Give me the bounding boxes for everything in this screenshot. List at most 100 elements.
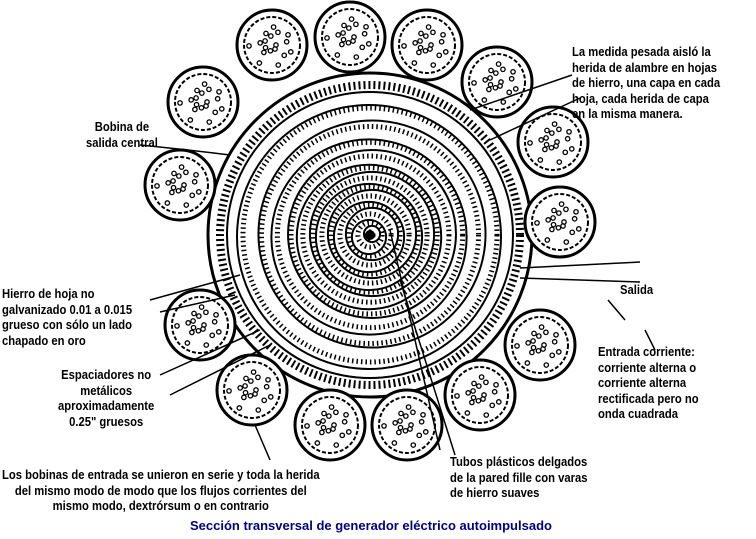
iron-rod-dot — [564, 135, 571, 142]
iron-rod-dot — [407, 426, 413, 432]
iron-rod-dot — [530, 338, 536, 344]
iron-rod-dot — [478, 374, 485, 380]
iron-rod-dot — [213, 311, 219, 318]
iron-rod-dot — [524, 360, 531, 366]
iron-rod-dot — [263, 30, 269, 37]
iron-rod-dot — [543, 362, 550, 368]
iron-rod-dot — [563, 239, 570, 245]
iron-rod-dot — [560, 223, 566, 229]
leader-plastic-tubes — [399, 279, 456, 456]
iron-rod-dot — [353, 21, 359, 28]
iron-rod-dot — [178, 164, 185, 170]
iron-rod-dot — [416, 432, 423, 439]
tube-inner-ring — [223, 361, 281, 419]
iron-rod-dot — [442, 49, 449, 55]
iron-rod-dot — [350, 38, 356, 44]
iron-rod-dot — [263, 383, 270, 390]
iron-rod-dot — [257, 40, 264, 46]
iron-sheet-layer — [295, 163, 443, 311]
iron-rod-dot — [325, 413, 332, 419]
iron-rod-dot — [154, 183, 160, 189]
iron-rod-dot — [275, 29, 281, 36]
iron-rod-dot — [285, 31, 291, 38]
input-coil-tube — [313, 0, 387, 74]
tube-inner-ring — [171, 296, 229, 354]
iron-sheet-layer — [314, 182, 424, 292]
iron-rod-dot — [247, 392, 254, 399]
iron-rod-dot — [252, 391, 258, 397]
iron-rod-dot — [412, 40, 419, 46]
label-insulated-wire: La medida pesada aisló la herida de alam… — [572, 45, 721, 121]
iron-rod-dot — [333, 409, 339, 416]
iron-rod-dot — [283, 38, 290, 45]
iron-rod-dot — [262, 38, 268, 44]
leader-iron-sheet — [149, 274, 241, 301]
iron-rod-dot — [425, 24, 432, 30]
iron-rod-dot — [343, 411, 349, 418]
iron-rod-dot — [183, 169, 189, 176]
iron-rod-dot — [418, 30, 424, 37]
outer-winding-ring — [226, 91, 514, 379]
leader-input-current — [644, 329, 656, 351]
iron-rod-dot — [203, 309, 209, 316]
leader-input-coils — [254, 424, 271, 461]
iron-rod-dot — [261, 397, 268, 404]
iron-rod-dot — [555, 349, 562, 355]
iron-rod-dot — [281, 52, 288, 59]
iron-rod-dot — [256, 60, 263, 66]
iron-rod-dot — [495, 61, 502, 67]
iron-rod-dot — [500, 99, 507, 105]
iron-rod-dot — [454, 393, 460, 399]
input-coil-tube — [143, 148, 217, 222]
iron-rod-dot — [193, 171, 199, 178]
wire-winding-layer — [337, 202, 403, 268]
iron-rod-dot — [242, 383, 248, 389]
wire-winding-layer — [274, 139, 466, 331]
iron-rod-dot — [396, 429, 402, 436]
iron-rod-dot — [535, 347, 542, 354]
iron-rod-dot — [405, 404, 412, 410]
iron-rod-dot — [544, 237, 551, 243]
wire-winding-layer — [258, 123, 482, 347]
iron-rod-dot — [398, 410, 404, 417]
iron-rod-dot — [226, 388, 232, 394]
input-coil-tube — [523, 185, 597, 259]
iron-rod-dot — [397, 418, 403, 424]
iron-rod-dot — [575, 226, 582, 232]
iron-rod-dot — [549, 352, 556, 359]
tube-inner-ring — [151, 156, 209, 214]
iron-rod-dot — [471, 80, 477, 86]
input-coil-tube — [390, 8, 464, 82]
iron-rod-dot — [480, 396, 486, 402]
wire-winding-layer — [328, 193, 412, 277]
iron-rod-dot — [324, 35, 330, 41]
iron-rod-dot — [304, 423, 310, 429]
tube-inner-ring — [524, 113, 582, 171]
iron-rod-dot — [420, 411, 426, 418]
iron-rod-dot — [189, 192, 196, 199]
iron-rod-dot — [287, 49, 294, 55]
iron-rod-dot — [573, 208, 579, 215]
iron-rod-dot — [198, 304, 205, 310]
leader-spacers — [159, 329, 261, 376]
tube-inner-ring — [174, 73, 232, 131]
iron-rod-dot — [211, 318, 218, 325]
iron-rod-dot — [174, 323, 180, 329]
wire-winding-layer — [310, 175, 430, 295]
iron-rod-dot — [191, 178, 198, 185]
iron-rod-dot — [330, 426, 336, 432]
iron-sheet-layer — [350, 218, 388, 256]
iron-rod-dot — [353, 54, 360, 60]
iron-rod-dot — [493, 381, 499, 388]
iron-rod-dot — [436, 52, 443, 59]
wire-winding-layer — [355, 220, 385, 250]
iron-rod-dot — [500, 66, 506, 73]
iron-rod-dot — [192, 106, 198, 113]
iron-rod-dot — [543, 135, 549, 141]
label-plastic-tubes: Tubos plásticos delgados de la pared fil… — [450, 455, 588, 500]
iron-rod-dot — [345, 429, 352, 435]
iron-rod-dot — [195, 327, 202, 334]
iron-rod-dot — [544, 127, 550, 134]
iron-rod-dot — [440, 31, 446, 38]
